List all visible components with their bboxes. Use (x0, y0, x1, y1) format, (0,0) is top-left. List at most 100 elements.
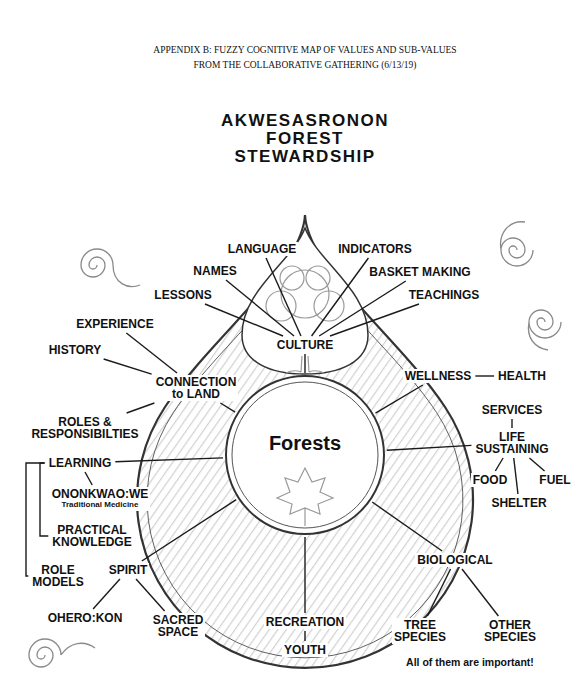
connector-line (220, 403, 235, 412)
value-text: RECREATION (266, 616, 344, 628)
value-text: YOUTH (284, 644, 326, 656)
value-node: HISTORY (47, 343, 104, 357)
connector-line (529, 458, 544, 471)
value-text: SPIRIT (109, 564, 148, 576)
value-node: EXPERIENCE (74, 317, 155, 331)
value-text: EXPERIENCE (76, 318, 153, 330)
connector-line (511, 419, 512, 428)
value-node: RECREATION (264, 615, 346, 629)
connector-line (304, 354, 305, 373)
tree-crown (306, 266, 330, 290)
value-text: TREE SPECIES (394, 619, 446, 643)
value-node: TREE SPECIES (392, 618, 448, 644)
connector-line (319, 281, 406, 336)
value-text: LESSONS (154, 289, 211, 301)
maple-leaf (277, 468, 333, 526)
tree-drawing (266, 266, 344, 373)
decorative-swirls (29, 222, 561, 667)
connector-line (514, 458, 518, 494)
connector-line (136, 579, 165, 611)
value-text: PRACTICAL KNOWLEDGE (52, 524, 131, 548)
value-node: FUEL (537, 473, 572, 487)
value-text: LEARNING (49, 457, 112, 469)
value-text: LANGUAGE (228, 243, 297, 255)
value-node: BIOLOGICAL (415, 553, 494, 567)
swirl (29, 639, 95, 667)
value-node: OTHER SPECIES (482, 618, 538, 644)
teardrop-outline (137, 215, 473, 668)
value-text: ROLE MODELS (32, 564, 83, 588)
swirl (528, 310, 561, 350)
connector-line (475, 375, 494, 376)
value-node: TEACHINGS (407, 288, 482, 302)
value-node: SACRED SPACE (151, 613, 206, 639)
value-text: FOOD (473, 474, 508, 486)
value-node: CULTURE (275, 338, 335, 352)
value-node: FOOD (471, 473, 510, 487)
value-text: BIOLOGICAL (417, 554, 492, 566)
connector-line (312, 258, 369, 336)
value-text: OTHER SPECIES (484, 619, 536, 643)
value-node: ROLE MODELS (30, 563, 85, 589)
value-text: WELLNESS (405, 370, 472, 382)
swirl (81, 249, 140, 287)
value-text: HEALTH (498, 370, 546, 382)
value-text: SERVICES (482, 404, 542, 416)
connector-line (205, 304, 283, 336)
value-node: CONNECTION to LAND (154, 375, 239, 401)
value-node: ROLES & RESPONSIBILTIES (29, 415, 140, 441)
circle-inner-outline (232, 382, 378, 528)
value-node: PRACTICAL KNOWLEDGE (50, 523, 133, 549)
value-text: INDICATORS (338, 243, 412, 255)
value-node: BASKET MAKING (367, 265, 472, 279)
value-text: CULTURE (277, 339, 333, 351)
value-text: OHERO:KON (48, 612, 123, 624)
connector-line (462, 569, 498, 616)
connector-line (26, 463, 45, 576)
tree-crown (314, 291, 344, 321)
swirl (501, 222, 533, 266)
connector-line (266, 258, 301, 336)
tree-crown (280, 266, 304, 290)
connector-line (304, 537, 305, 613)
value-text: BASKET MAKING (369, 266, 470, 278)
value-node: LESSONS (152, 288, 213, 302)
footnote: All of them are important! (406, 656, 534, 668)
connector-line (372, 502, 442, 551)
value-node: LANGUAGE (226, 242, 299, 256)
value-text: Forests (225, 431, 385, 455)
value-text: CONNECTION to LAND (156, 376, 237, 400)
appendix-heading: APPENDIX B: FUZZY COGNITIVE MAP OF VALUE… (145, 43, 465, 73)
value-node: INDICATORS (336, 242, 414, 256)
patterned-ring (137, 215, 473, 668)
value-node: SERVICES (480, 403, 544, 417)
value-node: NAMES (191, 264, 238, 278)
value-node: OHERO:KON (46, 611, 125, 625)
value-text: TEACHINGS (409, 289, 480, 301)
connector-line (495, 458, 503, 471)
value-text: ONONKWAO:WE (52, 488, 149, 500)
connector-line (127, 403, 155, 413)
connector-line (427, 569, 450, 616)
connector-line (387, 445, 472, 450)
center-circle: Forests (225, 375, 385, 535)
value-text: Traditional Medicine (52, 500, 149, 510)
tree-crown (281, 270, 329, 318)
value-text: LIFE SUSTAINING (475, 431, 548, 455)
value-node: SHELTER (489, 496, 548, 510)
value-text: FUEL (539, 474, 570, 486)
value-node: YOUTH (282, 643, 328, 657)
value-text: HISTORY (49, 344, 102, 356)
diagram-title: AKWESASRONON FOREST STEWARDSHIP (221, 112, 389, 166)
connector-line (40, 463, 48, 536)
connector-line (104, 359, 152, 374)
connector-line (304, 631, 305, 641)
connector-line (226, 280, 294, 336)
value-node: ONONKWAO:WETraditional Medicine (50, 487, 151, 511)
value-text: SHELTER (491, 497, 546, 509)
value-node: WELLNESS (403, 369, 474, 383)
circle-outline (225, 375, 385, 535)
value-node: LIFE SUSTAINING (473, 430, 550, 456)
value-text: SACRED SPACE (153, 614, 204, 638)
value-text: ROLES & RESPONSIBILTIES (31, 416, 138, 440)
